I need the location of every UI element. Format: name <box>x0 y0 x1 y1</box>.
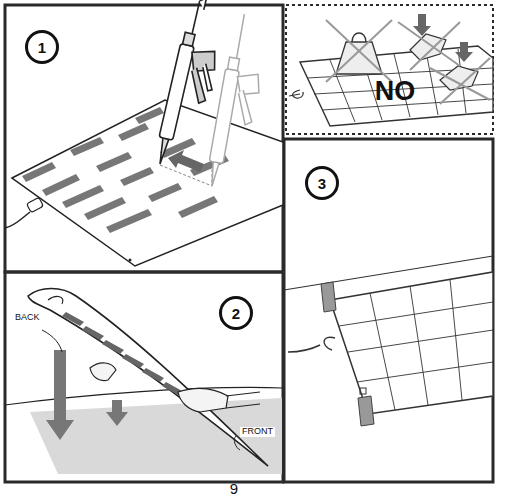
adhesive-panel <box>5 100 283 266</box>
part-label: BACK <box>13 313 42 323</box>
step-number-circle: 2 <box>219 296 253 330</box>
step-number: 3 <box>318 176 326 191</box>
warning-label: NO <box>375 77 416 107</box>
page-number: 9 <box>230 481 238 498</box>
part-label: FRONT <box>240 427 275 437</box>
tape-strips <box>321 282 374 426</box>
step-number-circle: 3 <box>305 166 339 200</box>
step-number: 1 <box>38 40 46 55</box>
caulk-gun <box>153 0 232 172</box>
caulk-gun-ghost <box>205 12 272 191</box>
wrong-method-illustration <box>289 20 493 126</box>
step-number-circle: 1 <box>25 30 59 64</box>
placement-illustration <box>5 289 283 475</box>
taped-panel-illustration <box>284 256 493 414</box>
panel-frames <box>5 5 493 482</box>
press-arrows <box>413 14 473 62</box>
step-number: 2 <box>232 306 240 321</box>
